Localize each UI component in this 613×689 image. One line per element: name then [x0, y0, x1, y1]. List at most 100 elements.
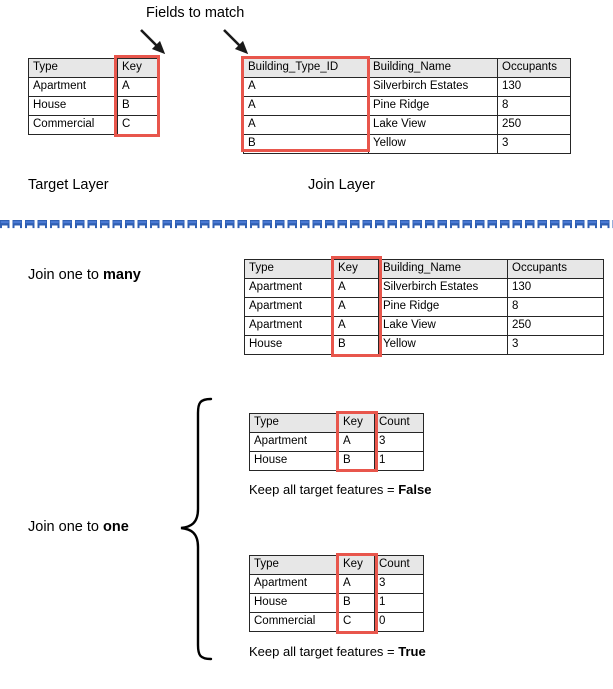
cell-building-name: Lake View: [378, 316, 508, 336]
column-header: Occupants: [507, 259, 604, 279]
cell-occupants: 8: [507, 297, 604, 317]
table-row: Apartment A 3: [249, 574, 424, 594]
column-header: Type: [249, 413, 339, 433]
join-one-to-many-label: Join one to many: [28, 267, 141, 284]
join-layer-table: Building_Type_ID Building_Name Occupants…: [243, 58, 571, 154]
cell-building-name: Lake View: [368, 115, 498, 135]
table-header-row: Type Key Count: [249, 555, 424, 575]
join-one-to-one-emphasis: one: [102, 519, 129, 535]
cell-type: Apartment: [249, 432, 339, 452]
column-header: Building_Name: [378, 259, 508, 279]
column-header: Type: [244, 259, 334, 279]
join-layer-caption: Join Layer: [308, 177, 375, 193]
cell-key: A: [117, 77, 158, 97]
cell-building-type-id: A: [243, 77, 369, 97]
cell-occupants: 3: [507, 335, 604, 355]
join-one-to-one-label: Join one to one: [28, 519, 129, 536]
table-header-row: Type Key Building_Name Occupants: [244, 259, 604, 279]
cell-type: House: [244, 335, 334, 355]
table-row: Apartment A Lake View 250: [244, 316, 604, 336]
table-row: House B 1: [249, 593, 424, 613]
table-row: Apartment A 3: [249, 432, 424, 452]
fields-to-match-label: Fields to match: [146, 5, 245, 21]
cell-building-name: Silverbirch Estates: [378, 278, 508, 298]
target-layer-caption: Target Layer: [28, 177, 109, 193]
cell-key: B: [338, 451, 375, 471]
table-row: A Lake View 250: [243, 115, 571, 135]
arrow-to-target-key-icon: [140, 29, 166, 55]
cell-key: B: [117, 96, 158, 116]
column-header: Occupants: [497, 58, 571, 78]
column-header: Key: [338, 555, 375, 575]
keep-all-true-value: True: [398, 644, 426, 659]
cell-type: House: [28, 96, 118, 116]
cell-type: House: [249, 593, 339, 613]
cell-count: 3: [374, 574, 424, 594]
cell-building-name: Yellow: [378, 335, 508, 355]
cell-building-type-id: B: [243, 134, 369, 154]
keep-all-false-caption: Keep all target features = False: [249, 482, 432, 497]
cell-key: A: [333, 278, 379, 298]
column-header: Building_Type_ID: [243, 58, 369, 78]
cell-key: B: [333, 335, 379, 355]
table-row: Apartment A Pine Ridge 8: [244, 297, 604, 317]
table-row: A Pine Ridge 8: [243, 96, 571, 116]
join-one-to-many-result-table: Type Key Building_Name Occupants Apartme…: [244, 259, 604, 355]
keep-all-false-value: False: [398, 482, 432, 497]
join-one-to-many-emphasis: many: [102, 267, 141, 283]
column-header: Type: [28, 58, 118, 78]
table-row: House B Yellow 3: [244, 335, 604, 355]
section-divider: [0, 218, 613, 229]
join-one-to-many-prefix: Join one to: [28, 267, 103, 283]
table-row: B Yellow 3: [243, 134, 571, 154]
table-row: Apartment A Silverbirch Estates 130: [244, 278, 604, 298]
column-header: Key: [117, 58, 158, 78]
table-row: Commercial C 0: [249, 612, 424, 632]
cell-count: 1: [374, 451, 424, 471]
cell-occupants: 130: [497, 77, 571, 97]
cell-key: A: [333, 316, 379, 336]
table-row: House B 1: [249, 451, 424, 471]
cell-type: Apartment: [28, 77, 118, 97]
cell-type: Apartment: [244, 297, 334, 317]
cell-building-name: Pine Ridge: [378, 297, 508, 317]
target-layer-table: Type Key Apartment A House B Commercial …: [28, 58, 158, 135]
cell-count: 3: [374, 432, 424, 452]
cell-type: Apartment: [244, 278, 334, 298]
column-header: Key: [333, 259, 379, 279]
join-one-to-one-brace: [180, 397, 213, 661]
cell-building-type-id: A: [243, 96, 369, 116]
cell-type: Commercial: [28, 115, 118, 135]
table-row: House B: [28, 96, 158, 116]
table-row: Commercial C: [28, 115, 158, 135]
cell-key: B: [338, 593, 375, 613]
column-header: Count: [374, 413, 424, 433]
keep-all-true-caption: Keep all target features = True: [249, 644, 426, 659]
table-header-row: Type Key Count: [249, 413, 424, 433]
cell-key: A: [338, 432, 375, 452]
table-header-row: Building_Type_ID Building_Name Occupants: [243, 58, 571, 78]
cell-key: C: [117, 115, 158, 135]
arrow-to-join-key-icon: [223, 29, 249, 55]
column-header: Building_Name: [368, 58, 498, 78]
column-header: Type: [249, 555, 339, 575]
cell-key: C: [338, 612, 375, 632]
cell-occupants: 250: [497, 115, 571, 135]
cell-occupants: 8: [497, 96, 571, 116]
cell-count: 0: [374, 612, 424, 632]
one-to-one-true-result-table: Type Key Count Apartment A 3 House B 1 C…: [249, 555, 424, 632]
cell-key: A: [338, 574, 375, 594]
cell-building-name: Silverbirch Estates: [368, 77, 498, 97]
join-one-to-one-prefix: Join one to: [28, 519, 103, 535]
cell-type: Commercial: [249, 612, 339, 632]
table-row: A Silverbirch Estates 130: [243, 77, 571, 97]
cell-type: Apartment: [249, 574, 339, 594]
cell-occupants: 130: [507, 278, 604, 298]
cell-type: House: [249, 451, 339, 471]
table-row: Apartment A: [28, 77, 158, 97]
cell-type: Apartment: [244, 316, 334, 336]
cell-building-name: Yellow: [368, 134, 498, 154]
cell-building-name: Pine Ridge: [368, 96, 498, 116]
column-header: Count: [374, 555, 424, 575]
